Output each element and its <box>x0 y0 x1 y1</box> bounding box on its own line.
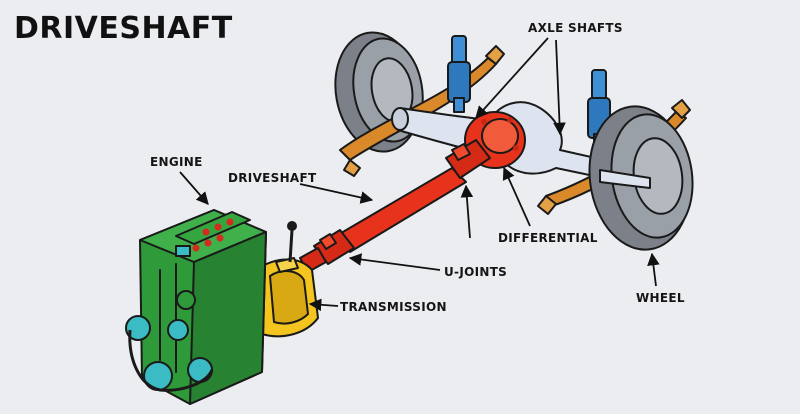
arrow-u-joint-rear <box>460 184 474 239</box>
label-transmission: TRANSMISSION <box>340 300 447 314</box>
spring-hanger-left <box>485 45 505 65</box>
spark-plug-5 <box>204 239 212 247</box>
transmission <box>255 221 319 338</box>
label-u-joints: U-JOINTS <box>444 265 507 279</box>
pulley-water-pump <box>167 319 189 341</box>
arrow-axle-shafts-right <box>553 39 566 136</box>
arrow-wheel <box>647 252 660 287</box>
axle-shaft-right-end <box>599 169 651 189</box>
shock-absorber-left <box>447 35 471 113</box>
arrow-axle-shafts-left <box>475 37 549 119</box>
label-engine: ENGINE <box>150 155 203 169</box>
driveshaft-tube <box>335 167 467 253</box>
u-joint-rear <box>445 139 491 179</box>
spark-plug-2 <box>214 223 222 231</box>
drive-belt <box>128 329 214 392</box>
arrow-differential <box>502 166 531 227</box>
page-title: DRIVESHAFT <box>14 11 233 46</box>
spark-plug-6 <box>216 234 224 242</box>
arrow-u-joint-front <box>348 253 441 271</box>
label-wheel: WHEEL <box>636 291 685 305</box>
spring-hanger-right <box>671 99 691 119</box>
spark-plug-1 <box>202 228 210 236</box>
pulley-ac <box>187 357 213 383</box>
label-differential: DIFFERENTIAL <box>498 231 598 245</box>
arrow-driveshaft <box>299 183 374 204</box>
spark-plug-3 <box>226 218 234 226</box>
arrow-transmission <box>308 298 339 312</box>
annotation-arrows <box>179 37 660 312</box>
arrow-engine <box>179 171 209 205</box>
pulley-alternator <box>125 315 151 341</box>
label-driveshaft: DRIVESHAFT <box>228 171 317 185</box>
spring-shackle-right <box>537 195 557 215</box>
spark-plug-4 <box>192 244 200 252</box>
spring-shackle-left <box>343 159 361 177</box>
label-axle-shafts: AXLE SHAFTS <box>528 21 623 35</box>
engine <box>125 209 267 405</box>
axle-end-left <box>391 107 409 131</box>
